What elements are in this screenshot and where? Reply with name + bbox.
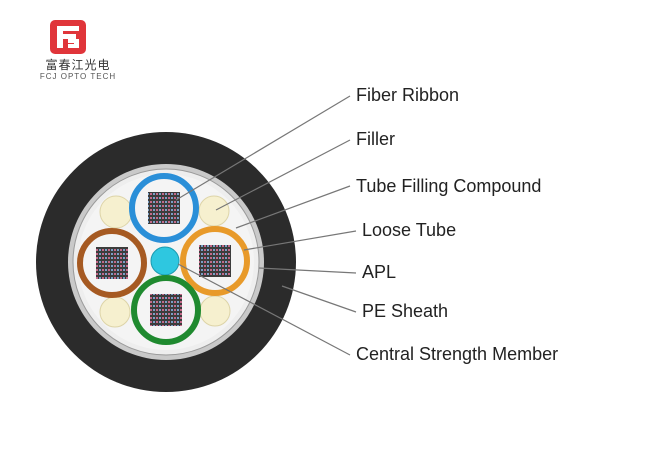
label-fiber-ribbon: Fiber Ribbon (356, 85, 460, 105)
leader-pe-sheath (281, 285, 357, 313)
fiber-ribbon-stack (148, 192, 180, 224)
leader-loose-tube (243, 230, 357, 251)
label-tube-filling-compound: Tube Filling Compound (356, 176, 542, 196)
label-pe-sheath: PE Sheath (362, 301, 449, 321)
filler (99, 296, 131, 328)
leader-central-strength-member (177, 263, 351, 356)
label-central-strength-member: Central Strength Member (356, 344, 559, 364)
fiber-ribbon-stack (199, 245, 231, 277)
filler (198, 195, 230, 227)
central-strength-member (150, 246, 180, 276)
loose-tube-green (131, 275, 201, 345)
logo-name-cn: 富春江光电 (45, 58, 111, 72)
leader-fiber-ribbon (175, 95, 351, 201)
loose-tube-orange (180, 226, 250, 296)
loose-tube-blue (129, 173, 199, 243)
label-filler: Filler (356, 129, 395, 149)
loose-tube-brown (77, 228, 147, 298)
company-logo: 富春江光电 FCJ OPTO TECH (28, 18, 128, 84)
filler (199, 295, 231, 327)
logo-name-en: FCJ OPTO TECH (39, 72, 117, 81)
label-loose-tube: Loose Tube (362, 220, 457, 240)
leader-apl (258, 267, 357, 274)
fiber-ribbon-stack (96, 247, 128, 279)
filler (99, 195, 133, 229)
label-apl: APL (362, 262, 397, 282)
leader-filler (215, 139, 351, 211)
leader-tube-filling-compound (235, 185, 351, 229)
fiber-ribbon-stack (150, 294, 182, 326)
logo-icon (50, 20, 86, 54)
